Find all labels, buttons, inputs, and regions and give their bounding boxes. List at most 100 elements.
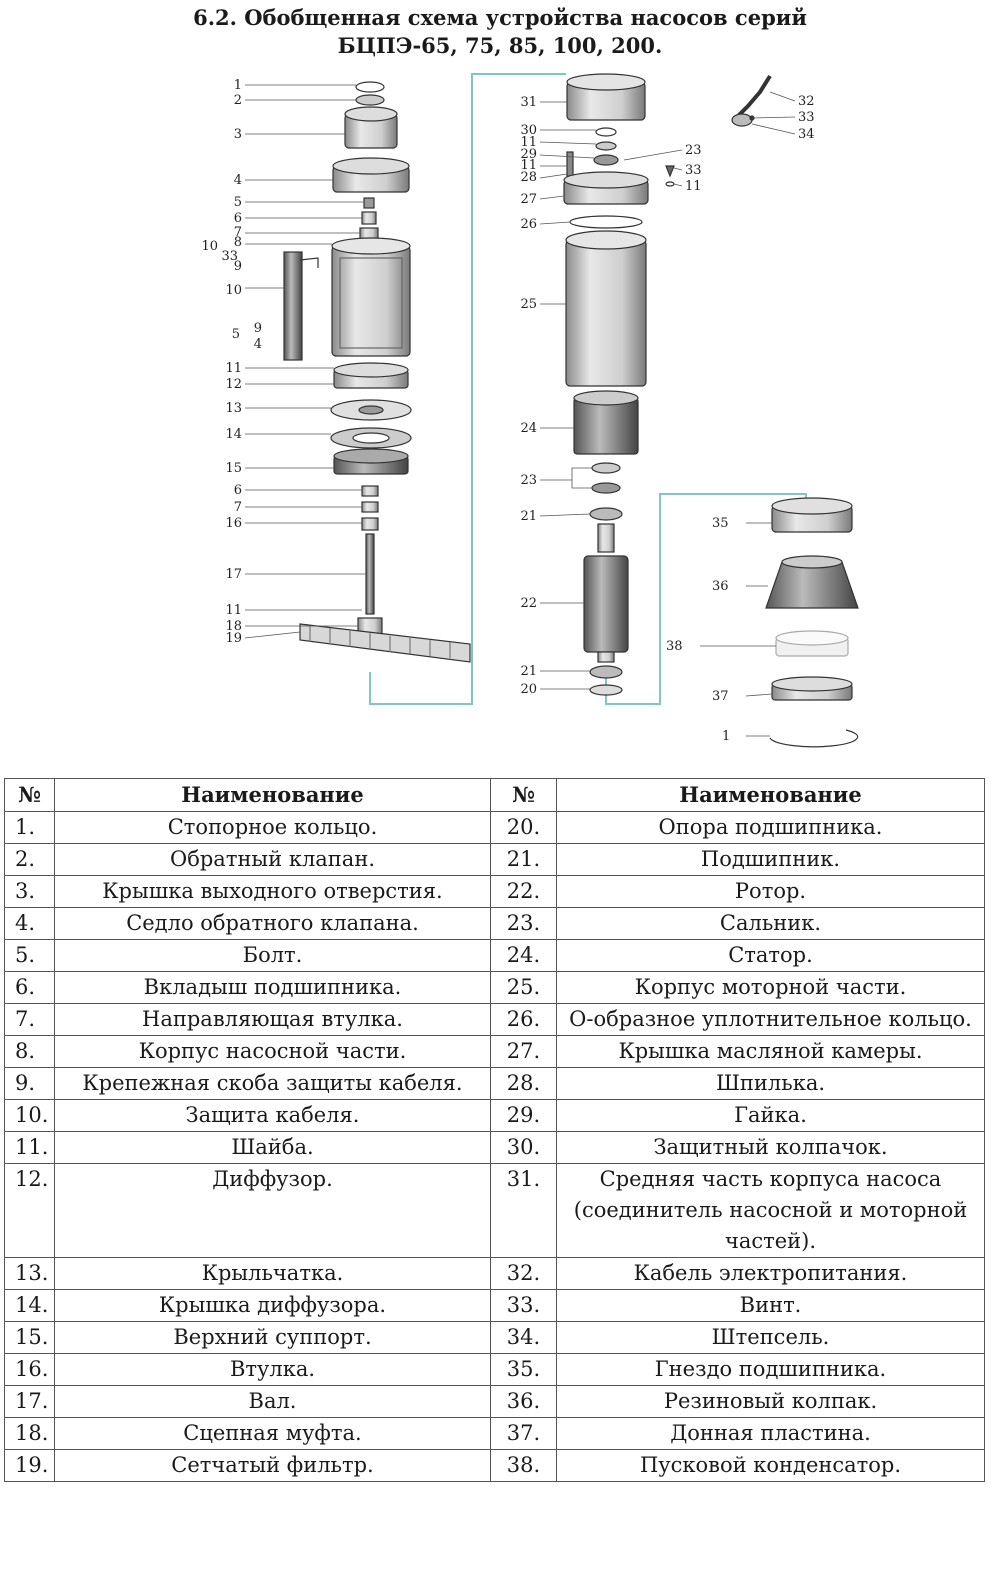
row-number-2: 22. xyxy=(490,875,557,908)
row-name-2: Средняя часть корпуса насоса (соединител… xyxy=(556,1163,985,1258)
label-mid-20: 20 xyxy=(520,682,537,697)
table-row: 18.Сцепная муфта.37.Донная пластина. xyxy=(4,1417,985,1450)
row-number: 12. xyxy=(4,1163,55,1258)
row-name-2: Пусковой конденсатор. xyxy=(556,1449,985,1482)
row-number: 8. xyxy=(4,1035,55,1068)
label-right-11: 11 xyxy=(685,179,702,194)
label-mid-25: 25 xyxy=(520,297,537,312)
row-number: 5. xyxy=(4,939,55,972)
label-mid-23: 23 xyxy=(520,473,537,488)
label-mid-11: 11 xyxy=(520,135,537,150)
row-name: Сетчатый фильтр. xyxy=(54,1449,491,1482)
label-right-33b: 33 xyxy=(685,163,702,178)
row-name-2: Корпус моторной части. xyxy=(556,971,985,1004)
row-number: 17. xyxy=(4,1385,55,1418)
part-10-cable-guard xyxy=(283,251,303,361)
row-name-2: Резиновый колпак. xyxy=(556,1385,985,1418)
row-name: Крышка диффузора. xyxy=(54,1289,491,1322)
row-number-2: 24. xyxy=(490,939,557,972)
row-name-2: Гнездо подшипника. xyxy=(556,1353,985,1386)
row-name-2: О-образное уплотнительное кольцо. xyxy=(556,1003,985,1036)
label-left-2: 2 xyxy=(234,93,242,108)
label-right-33: 33 xyxy=(798,110,815,125)
row-number: 10. xyxy=(4,1099,55,1132)
row-number-2: 32. xyxy=(490,1257,557,1290)
part-17-shaft xyxy=(365,533,375,615)
row-number-2: 29. xyxy=(490,1099,557,1132)
table-row: 12.Диффузор.31.Средняя часть корпуса нас… xyxy=(4,1163,985,1258)
label-right-36: 36 xyxy=(712,579,729,594)
part-19-filter xyxy=(299,623,471,663)
row-name: Седло обратного клапана. xyxy=(54,907,491,940)
table-row: 14.Крышка диффузора.33.Винт. xyxy=(4,1289,985,1322)
exploded-diagram: 1 2 3 4 5 6 7 8 10 33 9 10 5 9 4 11 12 1… xyxy=(0,62,1000,762)
part-1-ring xyxy=(355,81,385,93)
part-21-bearing-bottom xyxy=(589,665,623,679)
row-name: Стопорное кольцо. xyxy=(54,811,491,844)
label-right-23: 23 xyxy=(685,143,702,158)
label-left-11b: 11 xyxy=(225,603,242,618)
label-left-9b: 9 xyxy=(254,321,262,336)
label-left-11: 11 xyxy=(225,361,242,376)
label-left-1: 1 xyxy=(234,78,242,93)
row-name-2: Подшипник. xyxy=(556,843,985,876)
row-number-2: 23. xyxy=(490,907,557,940)
row-name-2: Шпилька. xyxy=(556,1067,985,1100)
table-header-row: № Наименование № Наименование xyxy=(4,778,985,812)
label-right-38: 38 xyxy=(666,639,683,654)
connector-lines xyxy=(369,73,807,705)
title-line-2: БЦПЭ-65, 75, 85, 100, 200. xyxy=(337,33,663,58)
header-name2: Наименование xyxy=(556,778,985,812)
label-left-17: 17 xyxy=(225,567,242,582)
row-name: Крышка выходного отверстия. xyxy=(54,875,491,908)
row-name-2: Статор. xyxy=(556,939,985,972)
label-left-18: 18 xyxy=(225,619,242,634)
row-number: 15. xyxy=(4,1321,55,1354)
header-num: № xyxy=(4,778,55,812)
row-number: 3. xyxy=(4,875,55,908)
row-number-2: 31. xyxy=(490,1163,557,1258)
row-number: 2. xyxy=(4,843,55,876)
row-number: 6. xyxy=(4,971,55,1004)
row-name: Корпус насосной части. xyxy=(54,1035,491,1068)
part-28-stud xyxy=(566,151,574,177)
label-mid-21b: 21 xyxy=(520,664,537,679)
part-23-seal xyxy=(591,462,621,474)
table-row: 4.Седло обратного клапана.23.Сальник. xyxy=(4,907,985,940)
parts-table: № Наименование № Наименование 1.Стопорно… xyxy=(4,778,985,1482)
row-name: Втулка. xyxy=(54,1353,491,1386)
label-left-5b: 5 xyxy=(232,327,240,342)
part-6-bushing xyxy=(361,211,377,225)
part-34-plug xyxy=(731,113,753,127)
table-row: 17.Вал.36.Резиновый колпак. xyxy=(4,1385,985,1418)
header-num2: № xyxy=(490,778,557,812)
table-row: 11.Шайба.30.Защитный колпачок. xyxy=(4,1131,985,1164)
part-8-pump-housing xyxy=(331,245,411,357)
row-name: Верхний суппорт. xyxy=(54,1321,491,1354)
header-name: Наименование xyxy=(54,778,491,812)
right-assembly xyxy=(665,74,859,748)
table-row: 9.Крепежная скоба защиты кабеля.28.Шпиль… xyxy=(4,1067,985,1100)
label-mid-28: 28 xyxy=(520,170,537,185)
part-25-motor-housing xyxy=(565,239,647,387)
part-2-valve xyxy=(355,94,385,106)
row-number-2: 37. xyxy=(490,1417,557,1450)
table-row: 8.Корпус насосной части.27.Крышка маслян… xyxy=(4,1035,985,1068)
table-row: 1.Стопорное кольцо.20.Опора подшипника. xyxy=(4,811,985,844)
page-title: 6.2. Обобщенная схема устройства насосов… xyxy=(0,4,1000,60)
label-left-7: 7 xyxy=(234,225,242,240)
row-number: 16. xyxy=(4,1353,55,1386)
labels-left: 1 2 3 4 5 6 7 8 10 33 9 10 5 9 4 11 12 1… xyxy=(201,78,262,646)
label-left-15: 15 xyxy=(225,461,242,476)
label-right-34: 34 xyxy=(798,127,815,142)
row-number: 11. xyxy=(4,1131,55,1164)
table-row: 6.Вкладыш подшипника.25.Корпус моторной … xyxy=(4,971,985,1004)
labels-middle: 31 30 11 29 11 28 27 26 25 24 23 21 22 2… xyxy=(520,95,537,697)
label-left-19: 19 xyxy=(225,631,242,646)
row-number-2: 30. xyxy=(490,1131,557,1164)
row-number: 9. xyxy=(4,1067,55,1100)
label-mid-27: 27 xyxy=(520,192,537,207)
row-name: Шайба. xyxy=(54,1131,491,1164)
row-number-2: 27. xyxy=(490,1035,557,1068)
row-number-2: 28. xyxy=(490,1067,557,1100)
